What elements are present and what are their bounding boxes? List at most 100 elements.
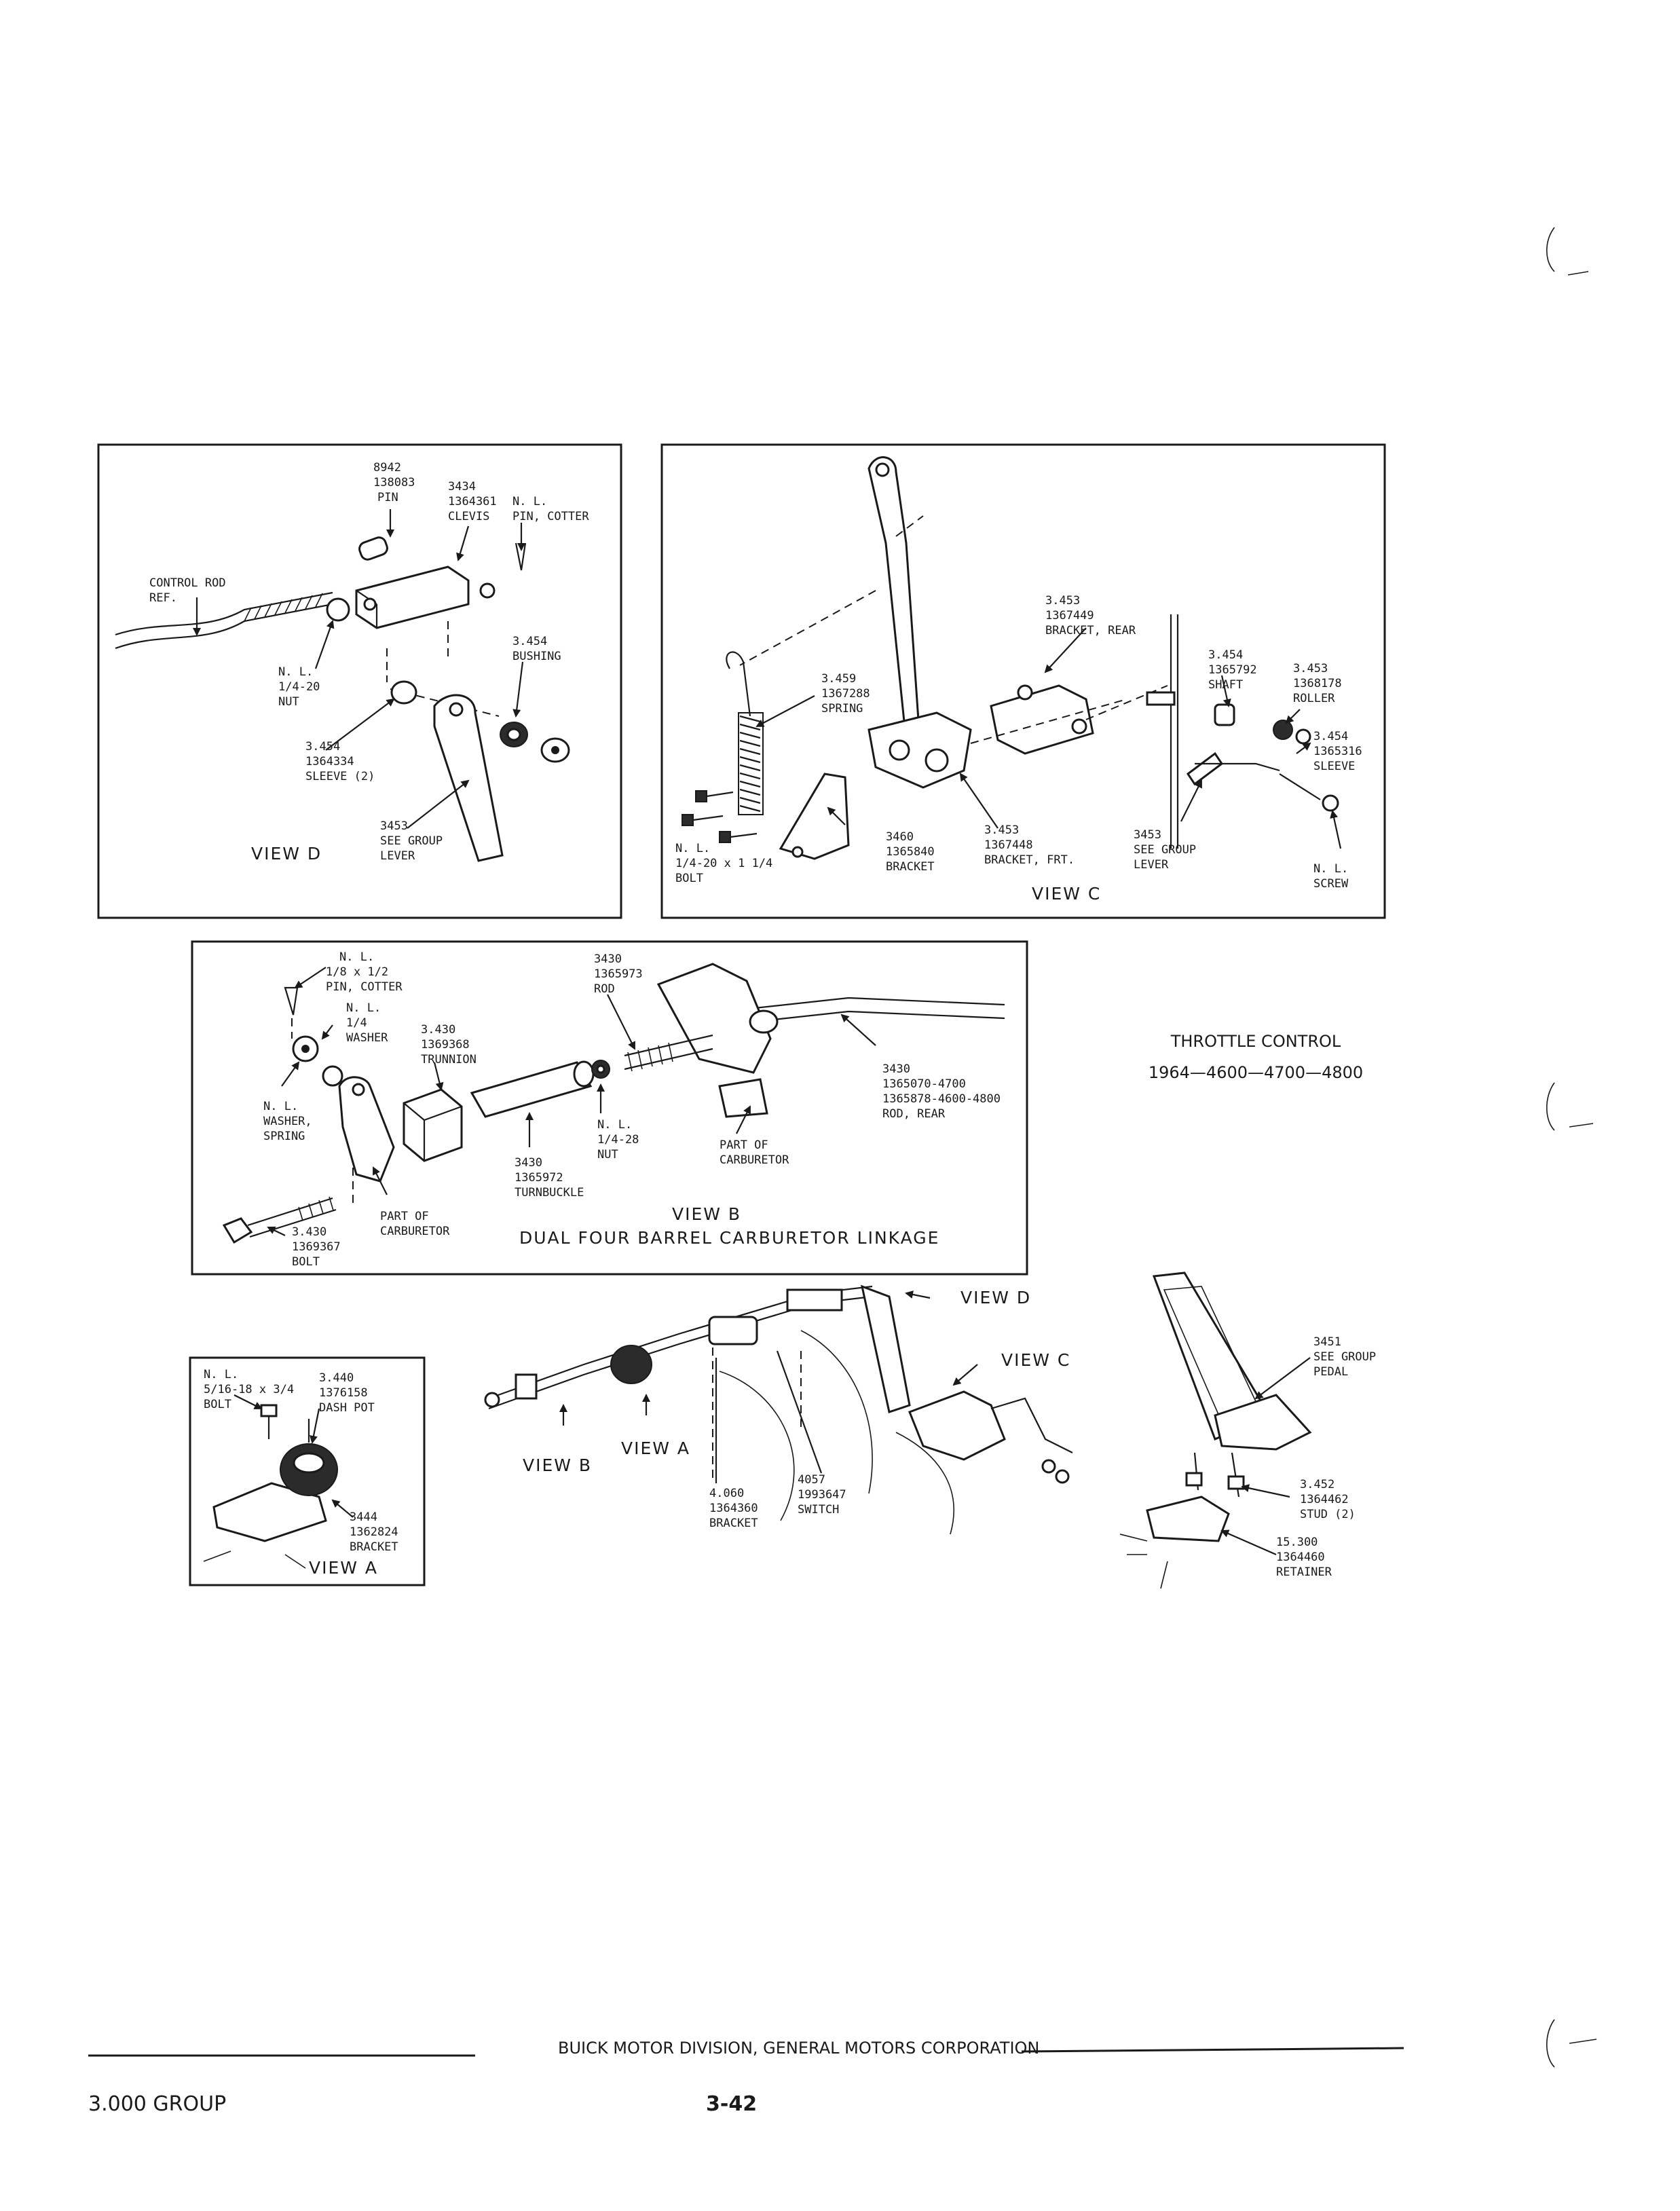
label-control-rod: CONTROL ROD REF. (149, 576, 226, 605)
threaded-end (244, 593, 323, 622)
label-lever-c: 3453 SEE GROUP LEVER (1134, 828, 1196, 872)
cotter-pin (515, 542, 527, 571)
sleeve-upper (390, 680, 417, 705)
label-cotter-pin: N. L. PIN, COTTER (512, 495, 589, 523)
overview-switch (708, 1316, 758, 1345)
svg-text:3.454: 3.454 (1208, 648, 1243, 662)
svg-text:BRACKET, FRT.: BRACKET, FRT. (984, 853, 1075, 867)
svg-text:4.060: 4.060 (709, 1487, 744, 1500)
svg-text:1364460: 1364460 (1276, 1550, 1325, 1564)
view-b-title: VIEW B (672, 1204, 741, 1224)
svg-text:1365316: 1365316 (1313, 745, 1362, 758)
label-shaft: 3.454 1365792 SHAFT (1208, 648, 1257, 692)
label-pedal: 3451 SEE GROUP PEDAL (1313, 1335, 1376, 1379)
svg-text:RETAINER: RETAINER (1276, 1565, 1332, 1579)
svg-text:138083: 138083 (373, 476, 415, 489)
label-pin-8942: 8942 138083 PIN (373, 461, 415, 504)
svg-text:TRUNNION: TRUNNION (421, 1053, 477, 1066)
view-a-panel: N. L. 5/16-18 x 3/4 BOLT 3.440 1376158 D… (189, 1356, 426, 1586)
svg-text:3.430: 3.430 (292, 1225, 326, 1239)
overview-view-b: VIEW B (523, 1455, 592, 1475)
svg-text:3.453: 3.453 (984, 823, 1019, 837)
svg-text:SEE GROUP: SEE GROUP (1134, 843, 1196, 857)
label-dash-pot: 3.440 1376158 DASH POT (319, 1371, 375, 1415)
view-d-panel: 8942 138083 PIN 3434 1364361 CLEVIS N. L… (97, 443, 622, 919)
svg-text:REF.: REF. (149, 591, 177, 605)
bracket-3460 (779, 773, 850, 860)
svg-text:ROLLER: ROLLER (1293, 692, 1335, 705)
label-washer-b: N. L. 1/4 WASHER (346, 1001, 388, 1045)
overview-lever (908, 1390, 1006, 1461)
nut (326, 597, 350, 622)
svg-text:1/4-20: 1/4-20 (278, 680, 320, 694)
overview-view-c: VIEW C (1001, 1350, 1070, 1370)
svg-text:1/4-28: 1/4-28 (597, 1133, 639, 1147)
svg-text:3.454: 3.454 (1313, 730, 1348, 743)
view-b-frame (191, 940, 1028, 1276)
svg-text:3.454: 3.454 (512, 635, 547, 648)
svg-text:SLEEVE (2): SLEEVE (2) (305, 770, 375, 783)
svg-text:N. L.: N. L. (278, 665, 313, 679)
svg-text:N. L.: N. L. (675, 842, 710, 855)
svg-text:15.300: 15.300 (1276, 1536, 1318, 1549)
svg-text:N. L.: N. L. (346, 1001, 381, 1015)
svg-text:3434: 3434 (448, 480, 476, 494)
view-d-frame (97, 443, 622, 919)
view-a-frame (189, 1356, 426, 1586)
svg-text:1362824: 1362824 (350, 1525, 398, 1539)
svg-text:SCREW: SCREW (1313, 877, 1349, 891)
svg-text:PIN: PIN (377, 491, 398, 504)
svg-text:CONTROL ROD: CONTROL ROD (149, 576, 226, 590)
svg-text:SEE GROUP: SEE GROUP (380, 834, 443, 848)
svg-text:5/16-18 x 3/4: 5/16-18 x 3/4 (204, 1383, 294, 1396)
label-carburetor-right: PART OF CARBURETOR (720, 1138, 789, 1167)
svg-text:TURNBUCKLE: TURNBUCKLE (515, 1186, 584, 1200)
bolt-a (260, 1404, 278, 1417)
pin (358, 536, 388, 561)
svg-text:BRACKET: BRACKET (350, 1540, 398, 1554)
svg-text:1367288: 1367288 (821, 687, 870, 701)
view-a-title: VIEW A (309, 1558, 378, 1578)
label-clevis-3434: 3434 1364361 CLEVIS (448, 480, 497, 523)
svg-text:1365973: 1365973 (594, 967, 643, 981)
svg-text:1364462: 1364462 (1300, 1493, 1349, 1506)
label-washer-spring: N. L. WASHER, SPRING (263, 1100, 312, 1143)
lever (433, 694, 504, 862)
svg-text:1365878-4600-4800: 1365878-4600-4800 (882, 1092, 1001, 1106)
binding-marks (1546, 227, 1597, 2068)
svg-text:1365070-4700: 1365070-4700 (882, 1077, 966, 1091)
label-bolt-a: N. L. 5/16-18 x 3/4 BOLT (204, 1368, 294, 1411)
svg-text:ROD, REAR: ROD, REAR (882, 1107, 946, 1121)
svg-text:SEE GROUP: SEE GROUP (1313, 1350, 1376, 1364)
diagram-title: THROTTLE CONTROL (1170, 1032, 1341, 1051)
svg-text:1/4: 1/4 (346, 1016, 367, 1030)
label-bracket-rear: 3.453 1367449 BRACKET, REAR (1045, 594, 1136, 637)
view-b-subtitle: DUAL FOUR BARREL CARBURETOR LINKAGE (519, 1228, 939, 1248)
svg-text:3460: 3460 (886, 830, 914, 844)
overview-dash-pot (610, 1345, 652, 1384)
label-retainer: 15.300 1364460 RETAINER (1276, 1536, 1332, 1579)
svg-text:3444: 3444 (350, 1510, 377, 1524)
roller (1273, 720, 1293, 740)
svg-text:NUT: NUT (597, 1148, 618, 1162)
label-bushing: 3.454 BUSHING (512, 635, 561, 663)
footer-company: BUICK MOTOR DIVISION, GENERAL MOTORS COR… (558, 2039, 1040, 2058)
svg-text:N. L.: N. L. (204, 1368, 238, 1381)
svg-text:CARBURETOR: CARBURETOR (380, 1225, 450, 1238)
carburetor-part-right (656, 963, 772, 1074)
svg-text:1365792: 1365792 (1208, 663, 1257, 677)
svg-text:SLEEVE: SLEEVE (1313, 760, 1355, 773)
retainer (1146, 1495, 1230, 1542)
view-c-panel: 3.453 1367449 BRACKET, REAR 3.459 136728… (660, 443, 1386, 919)
overview-assembly: VIEW D VIEW C VIEW B VIEW A 4.060 136436… (484, 1284, 1073, 1535)
label-cotter-pin-b: N. L. 1/8 x 1/2 PIN, COTTER (326, 950, 403, 994)
label-rod-rear: 3430 1365070-4700 1365878-4600-4800 ROD,… (882, 1062, 1001, 1121)
label-roller: 3.453 1368178 ROLLER (1293, 662, 1342, 705)
label-sleeve-c: 3.454 1365316 SLEEVE (1313, 730, 1362, 773)
label-bracket-4060: 4.060 1364360 BRACKET (709, 1487, 758, 1530)
cotter-pin-b (284, 986, 299, 1016)
label-bolt-b: 3.430 1369367 BOLT (292, 1225, 341, 1269)
svg-text:BRACKET, REAR: BRACKET, REAR (1045, 624, 1136, 637)
svg-text:1365972: 1365972 (515, 1171, 563, 1185)
label-screw: N. L. SCREW (1313, 862, 1349, 891)
